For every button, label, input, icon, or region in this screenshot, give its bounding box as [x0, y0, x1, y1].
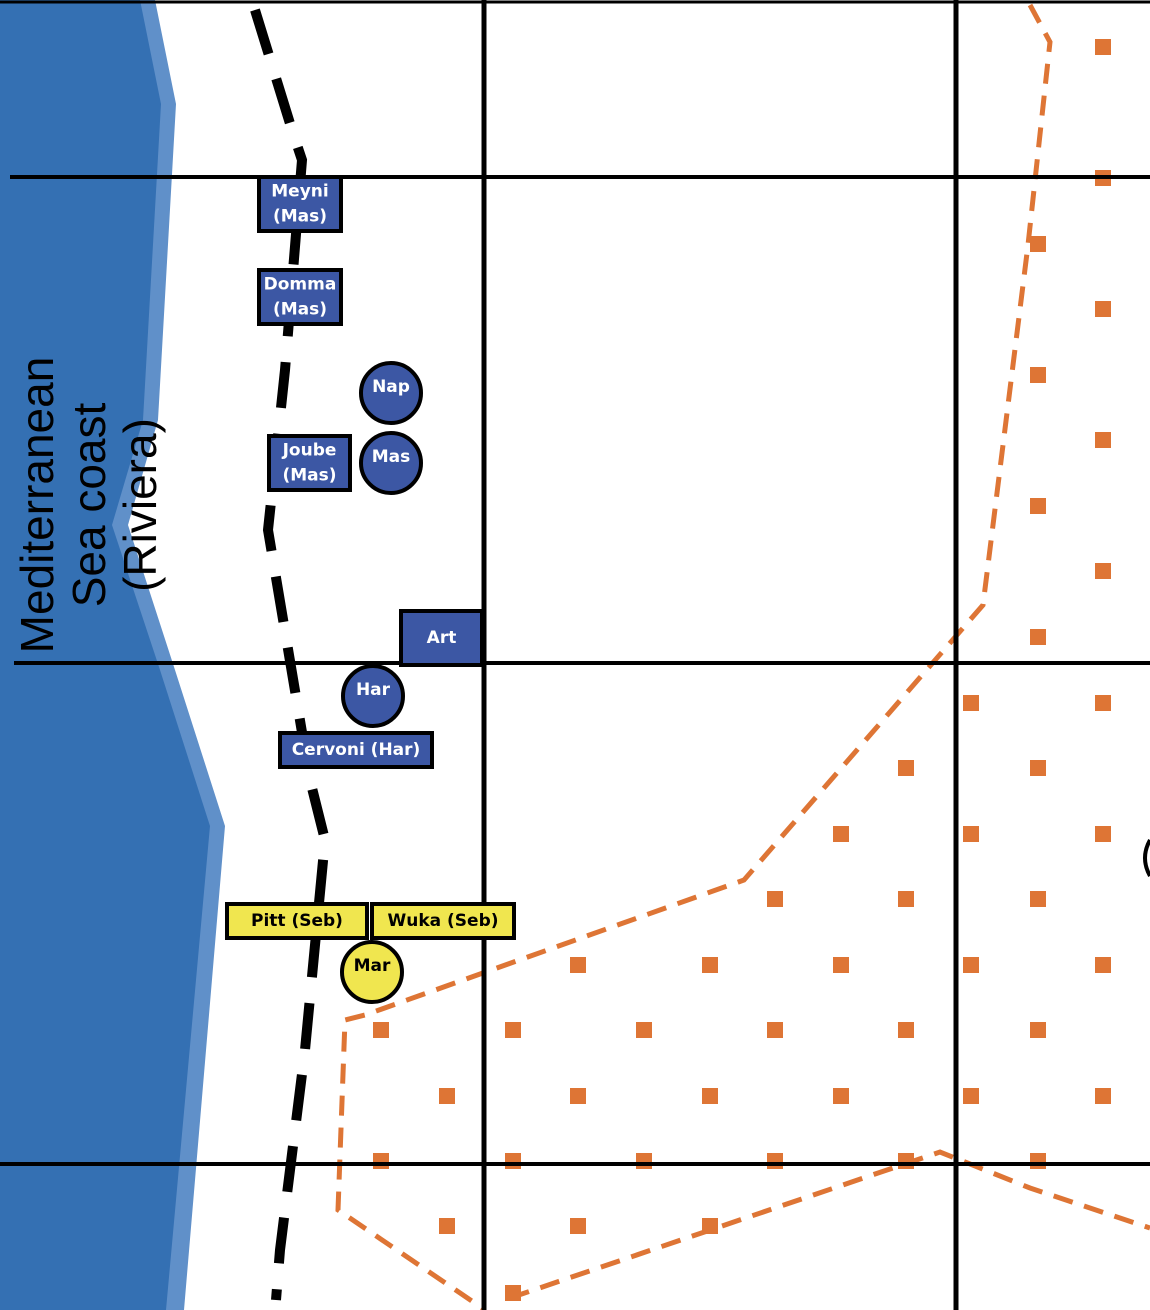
- zone-marker: [1095, 39, 1111, 55]
- unit-meyni-label: Meyni: [271, 182, 328, 202]
- zone-boundary: [335, 3, 1150, 1310]
- zone-marker: [898, 1153, 914, 1169]
- zone-marker: [963, 957, 979, 973]
- unit-domma-label: (Mas): [273, 300, 327, 320]
- zone-marker: [439, 1218, 455, 1234]
- zone-marker: [963, 826, 979, 842]
- zone-marker: [505, 1285, 521, 1301]
- unit-cervoni-box: [278, 731, 434, 769]
- zone-marker: [702, 1218, 718, 1234]
- zone-marker: [1095, 957, 1111, 973]
- zone-marker: [1030, 367, 1046, 383]
- unit-nap-label: Nap: [372, 377, 410, 397]
- zone-marker: [570, 957, 586, 973]
- zone-marker: [1030, 1153, 1046, 1169]
- unit-art[interactable]: Art: [399, 609, 484, 667]
- unit-joube-label: (Mas): [282, 466, 336, 486]
- zone-marker: [1030, 1022, 1046, 1038]
- zone-marker: [963, 695, 979, 711]
- zone-marker: [439, 1088, 455, 1104]
- zone-marker: [1030, 498, 1046, 514]
- unit-nap[interactable]: Nap: [359, 361, 423, 425]
- unit-joube[interactable]: Joube (Mas): [267, 434, 352, 492]
- unit-wuka[interactable]: Wuka (Seb): [370, 902, 516, 940]
- unit-har-label: Har: [356, 680, 391, 700]
- zone-marker: [1095, 1088, 1111, 1104]
- zone-marker: [898, 760, 914, 776]
- unit-nap-circle: [359, 361, 423, 425]
- unit-har[interactable]: Har: [341, 664, 405, 728]
- unit-mar-circle: [340, 940, 404, 1004]
- zone-marker: [898, 891, 914, 907]
- sea-label-line-2: Sea coast: [63, 402, 115, 607]
- zone-marker: [1030, 629, 1046, 645]
- zone-marker: [767, 891, 783, 907]
- zone-marker: [898, 1022, 914, 1038]
- zone-marker: [1030, 891, 1046, 907]
- unit-har-circle: [341, 664, 405, 728]
- unit-mas[interactable]: Mas: [359, 431, 423, 495]
- zone-marker: [570, 1088, 586, 1104]
- zone-marker: [702, 957, 718, 973]
- zone-marker: [767, 1153, 783, 1169]
- unit-meyni-label: (Mas): [273, 207, 327, 227]
- unit-meyni-box: [257, 175, 343, 233]
- zone-marker: [505, 1153, 521, 1169]
- zone-marker: [1095, 432, 1111, 448]
- zone-marker: [833, 1088, 849, 1104]
- sea-label-line-3: (Riviera): [114, 418, 166, 592]
- zone-marker: [833, 957, 849, 973]
- zone-marker: [636, 1022, 652, 1038]
- unit-pitt[interactable]: Pitt (Seb): [225, 902, 369, 940]
- zone-marker: [702, 1088, 718, 1104]
- zone-marker: [833, 826, 849, 842]
- coastal-road: [250, 8, 331, 1301]
- unit-pitt-box: [225, 902, 369, 940]
- sea-label: Mediterranean Sea coast (Riviera): [11, 357, 166, 654]
- zone-marker: [1030, 236, 1046, 252]
- sea-area: [0, 0, 210, 1310]
- unit-wuka-label: Wuka (Seb): [387, 911, 498, 931]
- unit-wuka-box: [370, 902, 516, 940]
- zone-marker: [1030, 760, 1046, 776]
- mediterranean-sea: [0, 0, 225, 1310]
- zone-marker: [636, 1153, 652, 1169]
- unit-art-label: Art: [427, 628, 457, 648]
- zone-marker: [570, 1218, 586, 1234]
- sea-label-line-1: Mediterranean: [11, 357, 63, 654]
- zone-marker: [1095, 826, 1111, 842]
- zone-marker: [373, 1153, 389, 1169]
- unit-meyni[interactable]: Meyni (Mas): [257, 175, 343, 233]
- unit-mar[interactable]: Mar: [340, 940, 404, 1004]
- zone-marker: [505, 1022, 521, 1038]
- unit-art-box: [399, 609, 484, 667]
- zone-marker: [1095, 301, 1111, 317]
- zone-marker: [373, 1022, 389, 1038]
- unit-mas-circle: [359, 431, 423, 495]
- unit-domma-box: [257, 268, 343, 326]
- zone-marker: [1095, 563, 1111, 579]
- edge-letter-fragment: [1143, 839, 1150, 877]
- unit-mas-label: Mas: [372, 447, 411, 467]
- unit-domma-label: Domma: [264, 275, 337, 295]
- unit-joube-box: [267, 434, 352, 492]
- unit-domma[interactable]: Domma (Mas): [257, 268, 343, 326]
- unit-cervoni[interactable]: Cervoni (Har): [278, 731, 434, 769]
- unit-joube-label: Joube: [282, 441, 337, 461]
- zone-marker: [767, 1022, 783, 1038]
- zone-marker: [1095, 695, 1111, 711]
- unit-cervoni-label: Cervoni (Har): [292, 740, 421, 760]
- unit-pitt-label: Pitt (Seb): [251, 911, 343, 931]
- zone-marker: [963, 1088, 979, 1104]
- unit-mar-label: Mar: [354, 956, 391, 976]
